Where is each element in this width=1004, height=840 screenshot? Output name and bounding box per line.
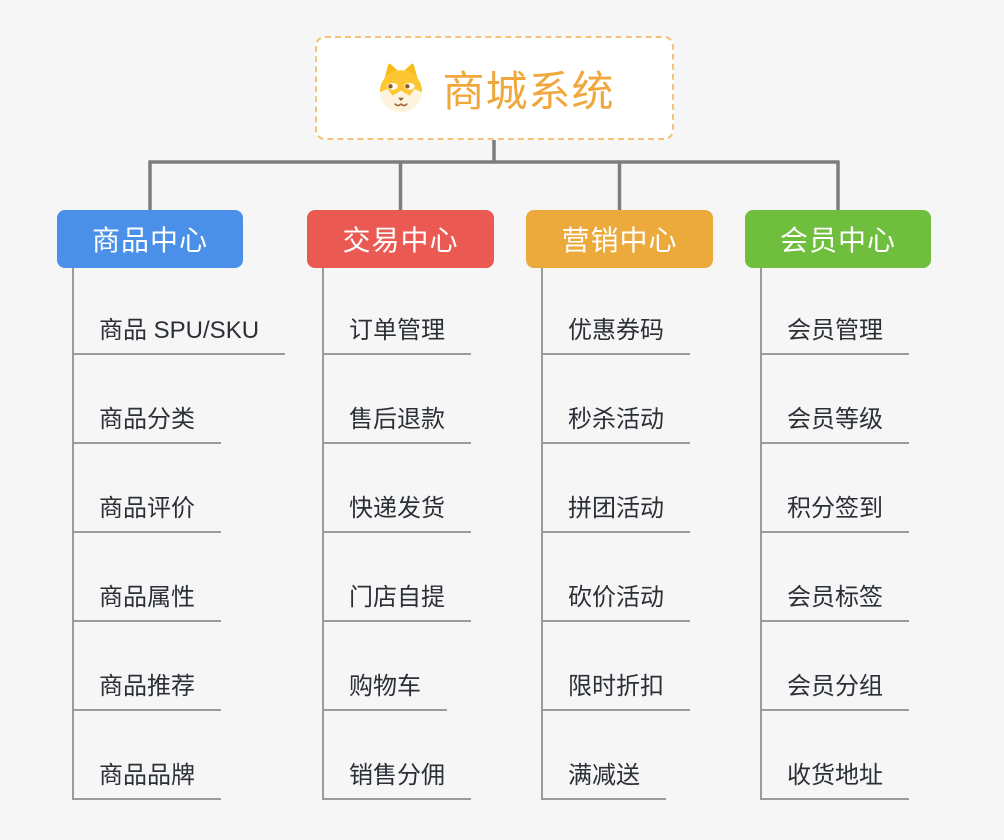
child-node[interactable]: 购物车 [322,671,447,711]
child-node[interactable]: 满减送 [541,760,666,800]
child-node[interactable]: 会员标签 [760,582,909,622]
column-spine-line [541,268,543,800]
child-node[interactable]: 秒杀活动 [541,404,690,444]
child-node[interactable]: 门店自提 [322,582,471,622]
child-node[interactable]: 商品 SPU/SKU [72,315,286,355]
branch-node-3[interactable]: 营销中心 [526,210,713,268]
child-node[interactable]: 会员分组 [760,671,909,711]
child-node[interactable]: 销售分佣 [322,760,471,800]
branch-node-4[interactable]: 会员中心 [745,210,931,268]
child-node[interactable]: 商品属性 [72,582,221,622]
branch-node-1[interactable]: 商品中心 [57,210,243,268]
child-node[interactable]: 收货地址 [760,760,909,800]
branch-label: 交易中心 [342,225,459,256]
child-node[interactable]: 限时折扣 [541,671,690,711]
child-node[interactable]: 砍价活动 [541,582,690,622]
child-node[interactable]: 积分签到 [760,493,909,533]
branch-label: 商品中心 [91,225,208,256]
column-spine-line [760,268,762,800]
child-node[interactable]: 商品分类 [72,404,221,444]
branch-label: 营销中心 [561,225,678,256]
root-node[interactable]: 商城系统 [315,36,674,140]
branch-node-2[interactable]: 交易中心 [307,210,494,268]
branch-label: 会员中心 [779,225,896,256]
child-node[interactable]: 订单管理 [322,315,471,355]
child-node[interactable]: 优惠券码 [541,315,690,355]
column-spine-line [322,268,324,800]
child-node[interactable]: 拼团活动 [541,493,690,533]
child-node[interactable]: 商品评价 [72,493,221,533]
child-node[interactable]: 会员等级 [760,404,909,444]
shiba-dog-face-icon [380,63,423,113]
child-node[interactable]: 会员管理 [760,315,909,355]
root-title: 商城系统 [442,67,615,115]
child-node[interactable]: 快递发货 [322,493,471,533]
child-node[interactable]: 商品推荐 [72,671,221,711]
child-node[interactable]: 售后退款 [322,404,471,444]
column-spine-line [72,268,74,800]
child-node[interactable]: 商品品牌 [72,760,221,800]
